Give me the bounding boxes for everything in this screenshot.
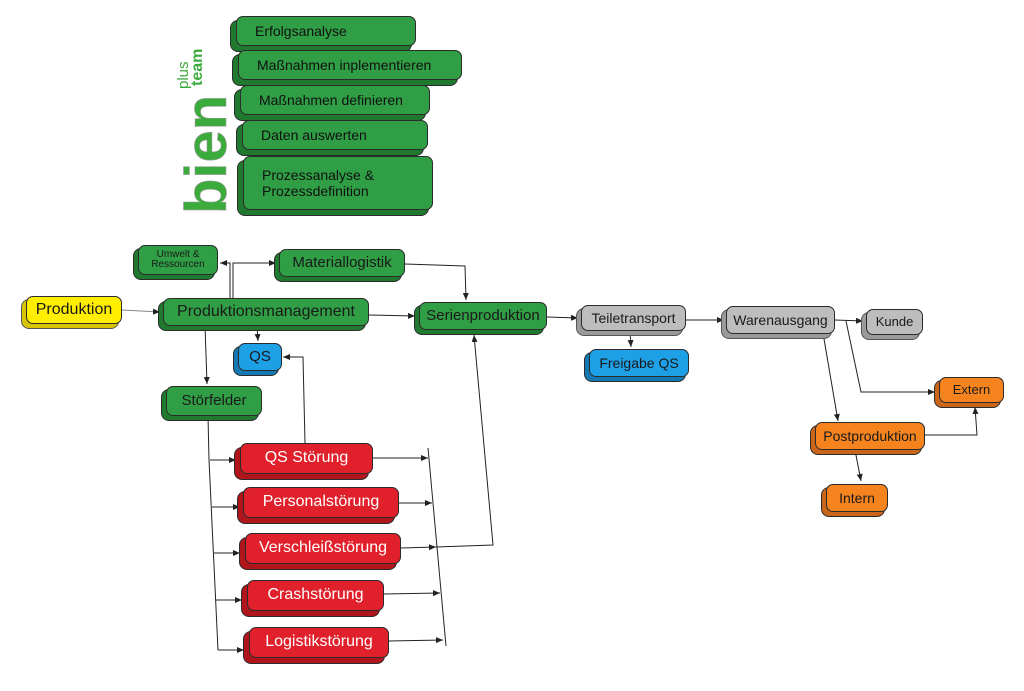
step-label: Daten auswerten [261, 127, 367, 143]
node-label: Personalstörung [262, 493, 380, 511]
edge-management-materiallogistik [232, 260, 276, 298]
node-label: Materiallogistik [292, 254, 392, 272]
step-erfolgsanalyse[interactable]: Erfolgsanalyse [236, 16, 416, 46]
edge-collector-serien [435, 334, 494, 548]
node-label: Verschleißstörung [258, 539, 388, 557]
edge-serien-teiletransport [546, 314, 579, 321]
node-qs[interactable]: QS [238, 343, 282, 371]
edge-logistik-collector [388, 637, 444, 644]
node-kunde[interactable]: Kunde [866, 309, 923, 335]
edge-warenausgang-post [822, 332, 840, 422]
edge-stoerfelder-trunk [207, 415, 219, 651]
node-label: Extern [952, 382, 991, 398]
node-qs-stoerung[interactable]: QS Störung [240, 443, 373, 474]
step-label: Maßnahmen inplementieren [257, 57, 432, 73]
node-warenausgang[interactable]: Warenausgang [726, 306, 835, 334]
node-label: Produktionsmanagement [177, 302, 355, 320]
node-crashstoerung[interactable]: Crashstörung [247, 580, 384, 611]
edge-management-qs [254, 324, 261, 342]
step-label: Prozessanalyse & Prozessdefinition [262, 166, 375, 199]
node-extern[interactable]: Extern [939, 377, 1004, 403]
node-stoerfelder[interactable]: Störfelder [166, 386, 262, 416]
node-materiallogistik[interactable]: Materiallogistik [279, 249, 405, 277]
logo-plus-text: plus [176, 61, 192, 89]
node-postproduktion[interactable]: Postproduktion [815, 422, 925, 450]
edge-warenausgang-kunde [834, 317, 864, 324]
node-label: Crashstörung [267, 586, 364, 604]
node-produktionsmanagement[interactable]: Produktionsmanagement [163, 298, 369, 326]
edge-crash-collector [383, 590, 441, 597]
edge-materiallogistik-serien [404, 263, 469, 301]
node-label: Warenausgang [733, 311, 828, 328]
node-label: Umwelt & Ressourcen [151, 248, 205, 270]
step-massnahmen-implementieren[interactable]: Maßnahmen inplementieren [238, 50, 462, 80]
node-produktion[interactable]: Produktion [26, 296, 122, 324]
node-label: QS Störung [264, 449, 349, 467]
node-label: Teiletransport [591, 309, 676, 326]
node-label: Produktion [35, 300, 113, 318]
edge-post-intern [854, 449, 863, 482]
node-label: Störfelder [181, 392, 247, 410]
edge-qsstoerung-qs [283, 354, 306, 444]
step-prozessanalyse[interactable]: Prozessanalyse & Prozessdefinition [243, 156, 433, 210]
edge-post-extern [925, 406, 979, 436]
step-daten-auswerten[interactable]: Daten auswerten [242, 120, 428, 150]
node-label: Serienproduktion [426, 307, 540, 325]
step-label: Erfolgsanalyse [255, 23, 347, 39]
step-massnahmen-definieren[interactable]: Maßnahmen definieren [240, 85, 430, 115]
logo-main-text: bien [176, 95, 236, 214]
edge-management-stoerfelder [203, 324, 210, 385]
node-label: Kunde [875, 314, 914, 330]
node-serienproduktion[interactable]: Serienproduktion [419, 302, 547, 330]
edge-verschleiss-collector [400, 544, 437, 551]
edge-management-serien [368, 312, 416, 319]
logo-team-text: team [189, 49, 206, 86]
node-label: Logistikstörung [265, 633, 373, 651]
step-label: Maßnahmen definieren [259, 92, 403, 108]
node-label: Freigabe QS [599, 354, 679, 371]
node-label: Intern [839, 489, 875, 506]
node-freigabe-qs[interactable]: Freigabe QS [589, 349, 689, 377]
edge-warenausgang-extern [845, 320, 935, 395]
node-teiletransport[interactable]: Teiletransport [581, 305, 686, 331]
edge-teiletransport-freigabe [627, 330, 634, 348]
edge-produktion-management [121, 308, 161, 315]
node-label: Postproduktion [823, 427, 917, 444]
node-umwelt-ressourcen[interactable]: Umwelt & Ressourcen [138, 245, 218, 275]
node-personalstoerung[interactable]: Personalstörung [243, 487, 399, 518]
edge-management-umwelt [220, 260, 231, 298]
node-verschleissstoerung[interactable]: Verschleißstörung [245, 533, 401, 564]
node-logistikstoerung[interactable]: Logistikstörung [249, 627, 389, 658]
node-intern[interactable]: Intern [826, 484, 888, 512]
node-label: QS [249, 348, 271, 366]
bienplusteam-logo: bien plus team [176, 49, 236, 214]
